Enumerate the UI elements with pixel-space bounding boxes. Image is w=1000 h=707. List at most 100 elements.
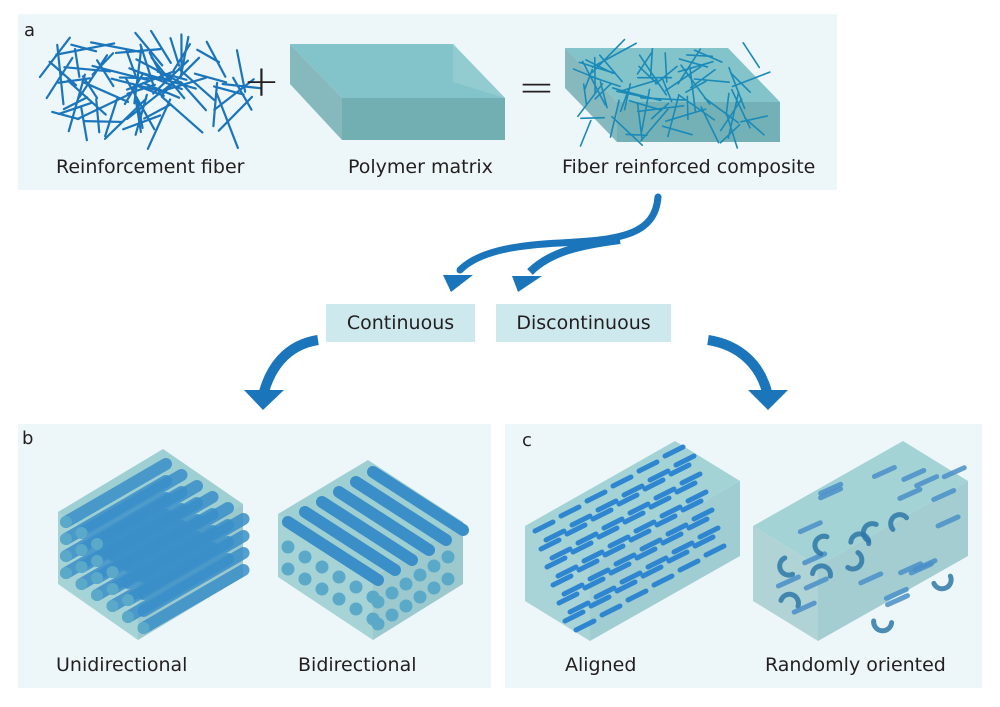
fiber-rod xyxy=(316,496,418,566)
short-fiber xyxy=(703,543,727,558)
composite-fiber xyxy=(611,115,644,146)
short-fiber xyxy=(651,573,675,588)
fiber-strand xyxy=(80,106,88,142)
composite-fiber xyxy=(594,82,612,100)
short-fiber xyxy=(634,546,658,561)
fiber-strand xyxy=(142,81,181,99)
fiber-end xyxy=(315,560,329,574)
composite-fiber xyxy=(677,60,714,73)
short-fiber xyxy=(679,471,703,486)
fiber-strand xyxy=(56,43,65,106)
composite-fiber xyxy=(628,99,663,111)
short-fiber xyxy=(931,487,957,502)
composite-fiber xyxy=(693,49,723,63)
fiber-strand xyxy=(146,98,172,150)
composite-fiber xyxy=(719,98,743,132)
fiber-rod xyxy=(137,564,250,634)
composite-fiber xyxy=(625,133,648,137)
short-fiber xyxy=(573,618,597,633)
fiber-end xyxy=(122,611,134,623)
randomly-oriented-illustration xyxy=(753,441,968,641)
panel-c-label: c xyxy=(522,430,532,451)
caption-reinforcement-fiber: Reinforcement fiber xyxy=(56,156,245,178)
composite-fiber xyxy=(578,61,617,75)
fiber-end xyxy=(332,592,346,606)
caption-bidirectional: Bidirectional xyxy=(298,654,417,676)
short-fiber xyxy=(555,564,579,579)
fiber-strand xyxy=(83,120,124,124)
composite-fiber xyxy=(650,102,670,120)
composite-fiber xyxy=(719,123,741,144)
panel-a-label: a xyxy=(24,20,36,41)
fiber-end xyxy=(441,550,455,564)
curved-fiber xyxy=(810,563,833,579)
panel-c: c Aligned Randomly oriented xyxy=(505,424,982,688)
short-fiber xyxy=(616,492,640,507)
composite-fiber xyxy=(731,71,771,88)
fiber-end xyxy=(399,599,413,613)
short-fiber xyxy=(561,582,585,597)
fiber-strand xyxy=(156,70,188,81)
fiber-strand xyxy=(221,82,263,90)
fiber-strand xyxy=(76,92,132,121)
fiber-strand xyxy=(169,37,181,67)
fiber-strand xyxy=(232,76,253,111)
short-fiber xyxy=(627,501,651,516)
fiber-strand xyxy=(70,43,98,53)
composite-fiber xyxy=(678,58,709,68)
short-fiber xyxy=(653,486,677,501)
short-fiber xyxy=(596,525,620,540)
bidirectional-illustration xyxy=(278,460,469,640)
composite-fiber xyxy=(654,65,678,85)
composite-fiber xyxy=(636,52,653,75)
short-fiber xyxy=(558,504,582,519)
arrow-to-panel-c xyxy=(707,335,772,394)
short-fiber xyxy=(803,576,829,591)
fiber-strand xyxy=(125,49,137,77)
short-fiber xyxy=(692,534,716,549)
curved-fiber xyxy=(931,573,954,592)
caption-aligned: Aligned xyxy=(565,654,637,676)
short-fiber xyxy=(671,540,695,555)
short-fiber xyxy=(898,561,924,576)
plus-sign: + xyxy=(243,56,280,107)
fiber-strand xyxy=(136,99,144,129)
composite-fiber xyxy=(579,119,592,147)
short-fiber xyxy=(575,531,599,546)
short-fiber xyxy=(645,555,669,570)
composite-fiber xyxy=(591,42,637,68)
fiber-end xyxy=(75,561,88,573)
short-fiber xyxy=(660,531,684,546)
fiber-end xyxy=(75,544,88,556)
short-fiber xyxy=(602,543,626,558)
fiber-end xyxy=(281,562,295,576)
short-fiber xyxy=(680,498,704,513)
short-fiber xyxy=(914,474,940,489)
short-fiber xyxy=(625,588,649,603)
caption-polymer-matrix: Polymer matrix xyxy=(348,156,493,178)
short-fiber xyxy=(564,522,588,537)
fiber-strand xyxy=(179,81,208,112)
short-fiber xyxy=(885,593,911,608)
panel-b: b Unidirectional Bidirectional xyxy=(18,424,491,688)
curved-fiber xyxy=(871,618,895,634)
composite-fiber xyxy=(740,115,768,123)
short-fiber xyxy=(941,465,967,480)
composite-fiber xyxy=(615,90,641,97)
fiber-reinforced-composite-illustration xyxy=(565,38,780,149)
curved-fiber xyxy=(888,512,910,532)
composite-fiber xyxy=(581,60,607,106)
fiber-end xyxy=(366,590,380,604)
short-fiber xyxy=(640,564,664,579)
matrix-right-edge xyxy=(453,44,505,98)
category-continuous: Continuous xyxy=(326,304,475,342)
short-fiber xyxy=(628,528,652,543)
short-fiber xyxy=(588,594,612,609)
short-fiber xyxy=(621,483,645,498)
composite-fiber xyxy=(577,83,604,118)
arrowhead-discontinuous xyxy=(512,276,542,292)
fiber-end xyxy=(366,612,380,626)
fiber-end xyxy=(413,568,427,582)
short-fiber xyxy=(543,528,567,543)
composite-fiber xyxy=(700,106,720,144)
